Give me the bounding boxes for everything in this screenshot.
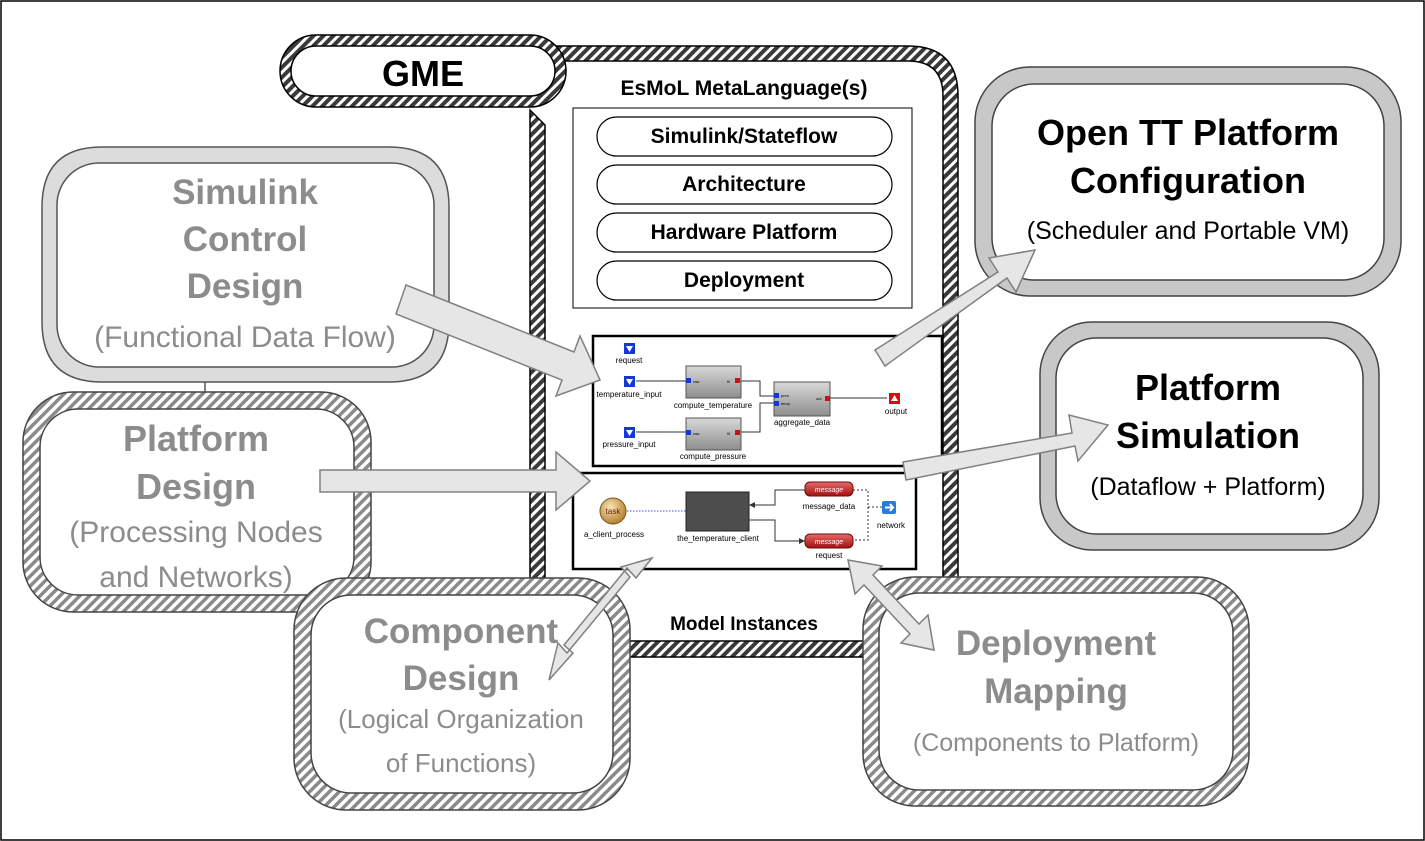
client-block [685,491,750,532]
input-port-request: request [616,343,643,365]
metalanguage-item-pill [596,116,893,157]
svg-text:compute_pressure: compute_pressure [680,452,747,461]
svg-text:pres: pres [781,393,789,398]
simulink-title: Simulink [172,173,318,212]
platform-sim-title: Platform [1135,367,1281,408]
deployment-subtitle: (Components to Platform) [913,729,1199,757]
block-compute-temperature: raw fil compute_temperature [674,365,753,410]
network-icon [882,501,896,514]
simulink-title: Control [183,220,307,259]
message-icon: message [804,481,854,497]
simulink-subtitle: (Functional Data Flow) [94,321,396,354]
arrow-model-to-platform-sim [902,413,1110,481]
svg-text:message: message [815,487,844,494]
deployment-title: Mapping [984,672,1128,711]
deployment-mapping-box [862,576,1250,807]
platform-design-subtitle: and Networks) [99,561,292,594]
component-subtitle: (Logical Organization [338,704,584,734]
component-title: Component [364,612,559,651]
network-label: network [877,521,906,530]
request-label: request [816,551,843,560]
svg-text:fil: fil [727,431,730,436]
metalanguage-item-pill [596,164,893,205]
task-icon: task [599,497,627,525]
svg-text:raw: raw [693,379,700,384]
metalanguage-item: Deployment [684,269,804,292]
metalanguage-item: Simulink/Stateflow [651,125,838,148]
platform-design-title: Platform [123,418,269,459]
component-design-box [293,577,631,811]
output-port: output [885,393,908,416]
component-model-panel: task a_client_process the_temperature_cl… [571,471,918,571]
arrow-simulink-to-model [395,284,602,398]
arrows [319,249,1110,681]
platform-design-subtitle: (Processing Nodes [69,516,322,549]
metalanguage-item: Architecture [682,173,806,196]
message-data-label: message_data [803,502,856,511]
simulink-control-design-box [41,146,450,383]
platform-design-box [22,391,372,613]
gme-title: GME [382,53,464,94]
message-icon: message [804,533,854,549]
svg-text:output: output [885,407,908,416]
simulink-title: Design [187,267,304,306]
svg-text:temp: temp [781,401,791,406]
svg-text:temperature_input: temperature_input [597,390,663,399]
svg-text:pressure_input: pressure_input [603,440,657,449]
svg-text:compute_temperature: compute_temperature [674,401,753,410]
platform-sim-subtitle: (Dataflow + Platform) [1090,473,1326,501]
svg-text:task: task [606,507,622,516]
svg-text:fil: fil [727,379,730,384]
component-title: Design [403,659,520,698]
svg-text:raw: raw [693,431,700,436]
task-name: a_client_process [584,530,644,539]
component-subtitle: of Functions) [386,748,536,778]
block-aggregate-data: pres temp out aggregate_data [773,381,831,427]
svg-text:message: message [815,539,844,546]
platform-sim-title: Simulation [1116,415,1300,456]
platform-design-title: Design [136,466,256,507]
svg-text:out: out [816,396,822,401]
svg-text:request: request [616,356,643,365]
open-tt-box [974,66,1402,297]
arrow-deployment-bidirectional [847,559,935,651]
open-tt-subtitle: (Scheduler and Portable VM) [1027,217,1349,245]
platform-simulation-box [1039,321,1380,551]
arrow-component-bidirectional [548,556,655,681]
metalanguage-title: EsMoL MetaLanguage(s) [621,77,868,100]
block-compute-pressure: raw fil compute_pressure [680,417,747,461]
open-tt-title: Open TT Platform [1037,112,1339,153]
client-name: the_temperature_client [677,534,760,543]
open-tt-title: Configuration [1070,160,1306,201]
metalanguage-item-pill [596,212,893,253]
gme-pill: GME [279,34,567,108]
model-instances-label: Model Instances [670,614,818,635]
input-port-pressure: pressure_input [603,427,657,449]
input-port-temperature: temperature_input [597,376,663,399]
metalanguage-item-pill [596,260,893,301]
deployment-title: Deployment [956,624,1157,663]
arrow-model-to-open-tt [873,249,1037,368]
svg-text:aggregate_data: aggregate_data [774,418,831,427]
metalanguage-item: Hardware Platform [651,221,838,244]
arrow-platform-to-model [319,450,592,512]
